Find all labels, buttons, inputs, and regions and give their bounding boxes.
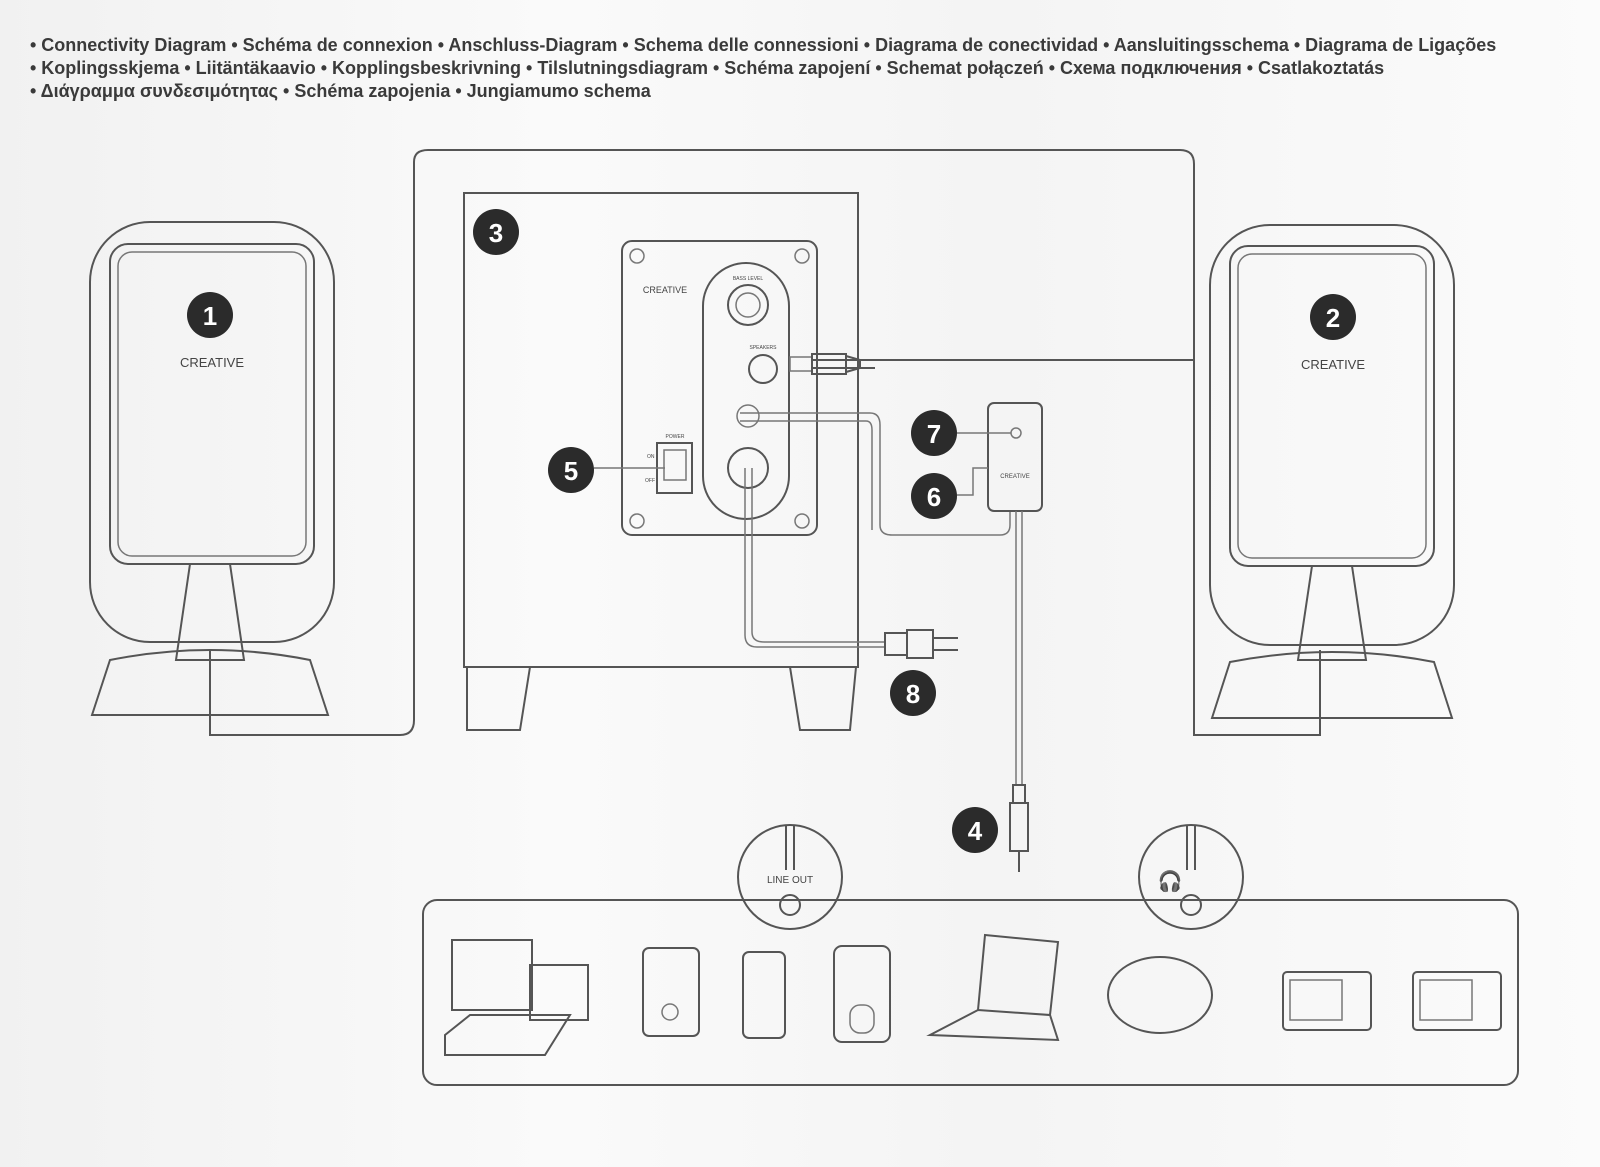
- svg-text:5: 5: [564, 456, 578, 486]
- power-inlet[interactable]: [727, 447, 769, 489]
- title-line: • Koplingsskjema • Liitäntäkaavio • Kopp…: [30, 58, 1385, 78]
- brand-logo: CREATIVE: [1000, 474, 1030, 480]
- multilingual-title: • Connectivity Diagram • Schéma de conne…: [30, 34, 1570, 103]
- control-pod-port[interactable]: [736, 404, 760, 428]
- portable-device-icon: [1282, 971, 1372, 1031]
- badge-4: 4: [952, 807, 998, 853]
- laptop-icon: [926, 933, 1060, 1042]
- badge-5: 5: [548, 447, 594, 493]
- line-out-label: LINE OUT: [767, 875, 813, 886]
- brand-logo: CREATIVE: [1301, 357, 1365, 372]
- badge-6: 6: [911, 473, 957, 519]
- badge-2: 2: [1310, 294, 1356, 340]
- svg-text:7: 7: [927, 419, 941, 449]
- mp3-player-icon: [833, 945, 891, 1043]
- speaker-cable-frame: [209, 149, 1321, 736]
- headphone-icon: 🎧: [1158, 869, 1183, 893]
- speakers-label: SPEAKERS: [750, 345, 778, 351]
- portable-media-icon: [1412, 971, 1502, 1031]
- title-line: • Connectivity Diagram • Schéma de conne…: [30, 35, 1497, 55]
- mobile-phone-icon: [742, 951, 786, 1039]
- svg-text:8: 8: [906, 679, 920, 709]
- subwoofer: 3 CREATIVE BASS LEVEL SPEAKERS POWER ON …: [463, 192, 1011, 731]
- badge-7: 7: [911, 410, 957, 456]
- on-label: ON: [647, 454, 655, 460]
- media-player-icon: [642, 947, 700, 1037]
- badge-1: 1: [187, 292, 233, 338]
- power-label: POWER: [666, 434, 685, 440]
- headphone-jack[interactable]: [1010, 427, 1022, 439]
- svg-text:1: 1: [203, 301, 217, 331]
- badge-8: 8: [890, 670, 936, 716]
- right-satellite-speaker: CREATIVE 2: [1209, 224, 1455, 719]
- badge-3: 3: [473, 209, 519, 255]
- speakers-jack[interactable]: [748, 354, 778, 384]
- cd-player-icon: [1107, 956, 1213, 1034]
- audio-sources: LINE OUT 🎧: [422, 824, 1519, 1086]
- svg-text:6: 6: [927, 482, 941, 512]
- control-pod: CREATIVE 7 6 4: [911, 402, 1043, 872]
- brand-logo: CREATIVE: [180, 355, 244, 370]
- svg-text:4: 4: [968, 816, 983, 846]
- off-label: OFF: [645, 478, 655, 484]
- svg-text:3: 3: [489, 218, 503, 248]
- title-line: • Διάγραμμα συνδεσιμότητας • Schéma zapo…: [30, 81, 651, 101]
- bass-level-label: BASS LEVEL: [733, 276, 764, 282]
- bass-level-knob[interactable]: [727, 284, 769, 326]
- desktop-pc-icon: [451, 939, 533, 1011]
- svg-text:2: 2: [1326, 303, 1340, 333]
- brand-logo: CREATIVE: [643, 285, 687, 295]
- left-satellite-speaker: CREATIVE 1: [89, 221, 335, 716]
